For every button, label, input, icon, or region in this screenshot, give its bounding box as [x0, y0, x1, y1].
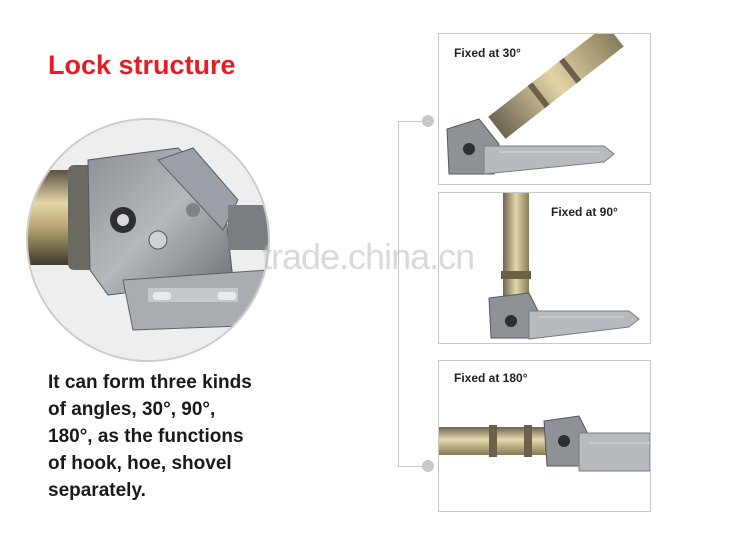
description-line: of angles, 30°, 90°, [48, 399, 216, 420]
panel-fixed-30: Fixed at 30° [438, 33, 651, 185]
lock-closeup-drawing [28, 120, 268, 360]
panel-label: Fixed at 90° [551, 205, 618, 219]
panel-label: Fixed at 30° [454, 46, 521, 60]
description-text: It can form three kinds of angles, 30°, … [48, 369, 328, 504]
shovel-90-image [488, 193, 640, 340]
shovel-180-image [439, 415, 650, 472]
watermark: trade.china.cn [262, 236, 475, 277]
connector-dot [422, 460, 434, 472]
page-title: Lock structure [48, 50, 236, 80]
description-line: 180°, as the functions [48, 426, 244, 447]
description-line: of hook, hoe, shovel [48, 453, 232, 474]
description-line: It can form three kinds [48, 372, 252, 393]
shovel-30-image [446, 34, 624, 175]
description-line: separately. [48, 480, 146, 501]
connector-dot [422, 115, 434, 127]
panel-fixed-90: Fixed at 90° [438, 192, 651, 344]
connector-bracket [398, 121, 429, 467]
lock-closeup-image [26, 118, 270, 362]
panel-fixed-180: Fixed at 180° [438, 360, 651, 512]
panel-label: Fixed at 180° [454, 371, 528, 385]
